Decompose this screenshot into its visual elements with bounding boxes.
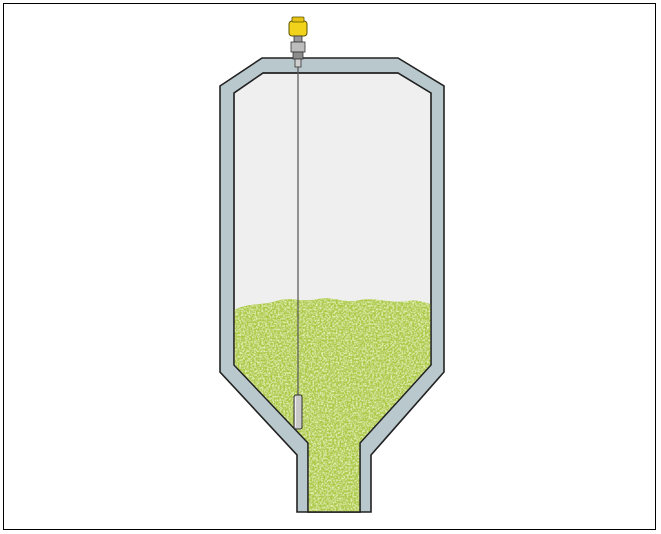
probe-weight-icon [293,394,303,430]
level-sensor-icon [288,16,308,68]
silo-interior-outline [233,72,432,513]
